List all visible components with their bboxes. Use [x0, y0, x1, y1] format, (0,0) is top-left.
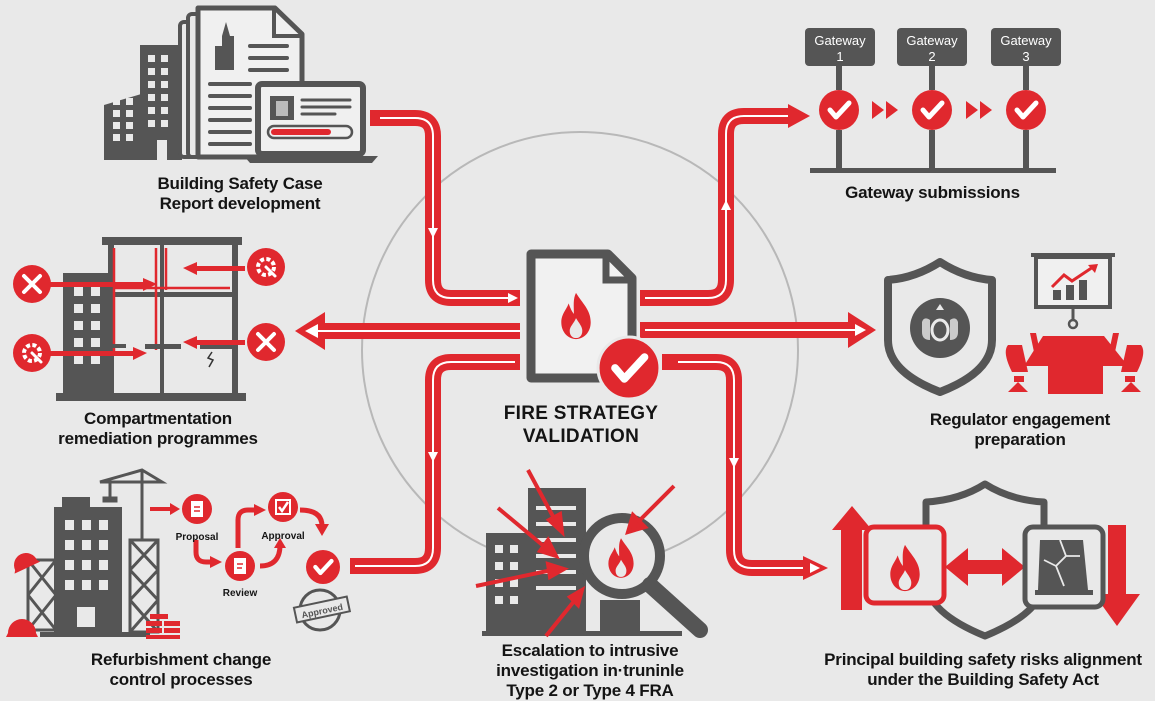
step-label-proposal: Proposal: [176, 532, 219, 543]
label-line: Report development: [159, 194, 321, 213]
gateway-3-check-icon: [1006, 90, 1046, 130]
principal-risks-illustration: [832, 480, 1140, 640]
hard-hat-icon: [6, 553, 40, 637]
arrow-center-to-refurbishment: [350, 354, 520, 574]
label-principal-risks: Principal building safety risks alignmen…: [806, 650, 1155, 690]
gateway-3: Gateway 3: [991, 28, 1061, 170]
step-label-review: Review: [223, 588, 258, 599]
label-compartmentation: Compartmentation remediation programmes: [30, 409, 286, 449]
crane-icon: [99, 468, 168, 540]
label-line: investigation in·truninle: [496, 661, 684, 680]
gateway-1-number: 1: [836, 49, 843, 64]
gateway-1-check-icon: [819, 90, 859, 130]
review-step-icon: [225, 551, 255, 581]
compartmentation-illustration: [13, 237, 285, 401]
gateway-3-label: Gateway: [1000, 33, 1052, 48]
double-arrow-icon: [945, 548, 1025, 586]
arrow-center-to-regulator: [640, 312, 876, 348]
final-check-icon: [306, 550, 340, 584]
fire-box-icon: [863, 524, 947, 606]
arrow-bsc-to-center: [370, 110, 520, 306]
laptop-icon: [244, 81, 378, 163]
label-regulator: Regulator engagement preparation: [890, 410, 1150, 450]
approved-stamp: Approved: [292, 588, 352, 632]
label-line: control processes: [109, 670, 253, 689]
progress-bar-fill: [271, 129, 331, 135]
structural-damage-icon: [1022, 524, 1106, 610]
center-title-line: VALIDATION: [522, 426, 640, 447]
approval-step-icon: [268, 492, 298, 522]
label-line: Type 2 or Type 4 FRA: [506, 681, 674, 700]
label-line: preparation: [974, 430, 1066, 449]
gateway-progress-arrows: [872, 101, 992, 119]
escalation-illustration: [475, 469, 708, 638]
tools-icon: [247, 323, 285, 361]
label-line: Escalation to intrusive: [501, 641, 679, 660]
gateway-2: Gateway 2: [897, 28, 967, 170]
label-line: Refurbishment change: [90, 650, 272, 669]
gateway-1-label: Gateway: [814, 33, 866, 48]
gateway-3-number: 3: [1022, 49, 1029, 64]
label-gateway-submissions: Gateway submissions: [800, 183, 1065, 203]
presentation-chart-icon: [1031, 253, 1115, 330]
label-line: Compartmentation: [84, 409, 232, 428]
crest-shield-icon: [884, 258, 996, 396]
label-building-safety-case: Building Safety Case Report development: [110, 174, 370, 214]
label-line: under the Building Safety Act: [867, 670, 1099, 689]
check-circle-icon: [596, 335, 662, 401]
center-fire-strategy-icon: [526, 249, 662, 401]
gateway-2-check-icon: [912, 90, 952, 130]
gateway-illustration: Gateway 1 Gateway 2 Gateway 3: [805, 28, 1061, 173]
proposal-step-icon: [182, 494, 212, 524]
center-title-line: FIRE STRATEGY: [503, 403, 659, 424]
up-arrow-icon: [832, 506, 872, 610]
arrow-center-to-compartmentation: [295, 312, 520, 350]
label-refurbishment: Refurbishment change control processes: [50, 650, 312, 690]
regulator-illustration: [884, 253, 1144, 396]
flow-arrows: [295, 104, 876, 580]
label-line: Regulator engagement: [929, 410, 1111, 429]
meeting-table-icon: [1005, 333, 1144, 394]
arrow-center-to-principal-risks: [662, 354, 828, 580]
magnifier-fire-icon: [579, 513, 708, 638]
bricks-icon: [146, 614, 180, 639]
label-escalation: Escalation to intrusive investigation in…: [460, 641, 720, 701]
label-line: remediation programmes: [58, 429, 258, 448]
refurbishment-illustration: Approved Proposal Review Approval: [6, 468, 352, 639]
step-label-approval: Approval: [261, 531, 305, 542]
gear-wrench-icon: [13, 334, 51, 372]
label-line: Building Safety Case: [157, 174, 323, 193]
tools-icon: [13, 265, 51, 303]
gateway-1: Gateway 1: [805, 28, 875, 170]
building-safety-case-illustration: [104, 5, 378, 163]
gear-wrench-icon: [247, 248, 285, 286]
arrow-center-to-gateways: [640, 104, 810, 306]
gateway-2-number: 2: [928, 49, 935, 64]
down-arrow-icon: [1094, 525, 1140, 626]
gateway-2-label: Gateway: [906, 33, 958, 48]
center-title: FIRE STRATEGY VALIDATION: [456, 402, 706, 448]
label-line: Gateway submissions: [845, 183, 1020, 202]
approval-flow: Approved Proposal Review Approval: [150, 492, 352, 632]
label-line: Principal building safety risks alignmen…: [824, 650, 1142, 669]
gateway-baseline: [810, 168, 1056, 173]
